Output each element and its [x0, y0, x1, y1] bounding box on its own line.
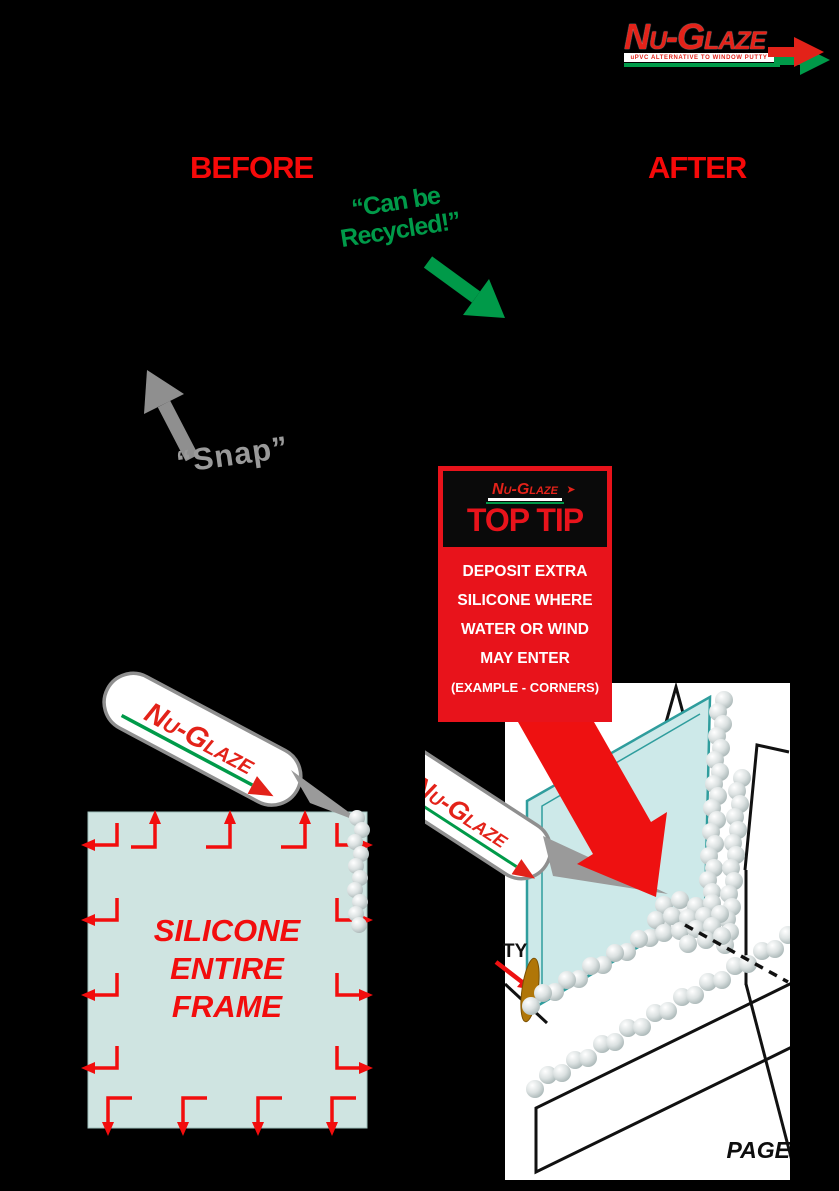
tube-logo-arrow-icon [247, 776, 274, 797]
tube2-logo-arrow-icon [511, 859, 535, 879]
frame-panel [87, 811, 368, 1129]
top-tip-header: Nu-Glaze ➤ TOP TIP [443, 471, 607, 547]
brand-tagline: uPVC ALTERNATIVE TO WINDOW PUTTY [630, 54, 768, 61]
top-tip-mini-logo: Nu-Glaze ➤ [486, 480, 576, 504]
tube-nozzle [291, 770, 365, 824]
frame-arrow-lines [93, 822, 361, 1124]
gray-snap-arrow-icon [144, 370, 199, 462]
tube2-logo-underline [425, 785, 518, 868]
mitre-dashed-line [684, 923, 789, 984]
putty-label: TY [503, 941, 528, 962]
top-tip-body: DEPOSIT EXTRA SILICONE WHERE WATER OR WI… [443, 547, 607, 702]
mini-logo-strip [488, 497, 562, 501]
top-tip-line: DEPOSIT EXTRA [462, 563, 588, 580]
top-tip-box: Nu-Glaze ➤ TOP TIP DEPOSIT EXTRA SILICON… [438, 466, 612, 722]
top-tip-title: TOP TIP [466, 501, 584, 538]
frame-diagram: SILICONE ENTIRE FRAME Nu-Glaze [81, 671, 373, 1136]
frame-text-line3: FRAME [172, 989, 284, 1024]
frame-text-line2: ENTIRE [170, 951, 285, 986]
tube-logo-underline [120, 713, 254, 787]
top-tip-line-example: (EXAMPLE - CORNERS) [450, 680, 600, 695]
frame-text-line1: SILICONE [154, 913, 302, 948]
brand-name: Nu-Glaze [624, 16, 766, 57]
window-corner-diagram: Nu-Glaze TY [425, 683, 791, 1180]
mini-brand-name: Nu-Glaze [492, 480, 558, 498]
page-label: PAGE [727, 1137, 791, 1163]
green-recycle-arrow-icon [423, 256, 505, 318]
before-heading: BEFORE [190, 150, 314, 185]
logo-green-bar [624, 63, 780, 67]
top-tip-line: SILICONE WHERE [457, 592, 593, 609]
top-tip-line: WATER OR WIND [460, 621, 589, 638]
red-pointer-arrow-icon [518, 722, 667, 897]
nu-glaze-logo: Nu-Glaze uPVC ALTERNATIVE TO WINDOW PUTT… [624, 16, 834, 82]
mini-logo-arrow-icon: ➤ [566, 483, 576, 496]
top-tip-line: MAY ENTER [480, 650, 570, 667]
mini-logo-green-bar [486, 501, 564, 504]
logo-arrow-icon [768, 37, 830, 75]
silicone-bead-trail [347, 810, 370, 933]
after-heading: AFTER [648, 150, 747, 185]
logo-tagline-strip: uPVC ALTERNATIVE TO WINDOW PUTTY [624, 53, 774, 62]
frame-arrow-heads [81, 810, 373, 1136]
